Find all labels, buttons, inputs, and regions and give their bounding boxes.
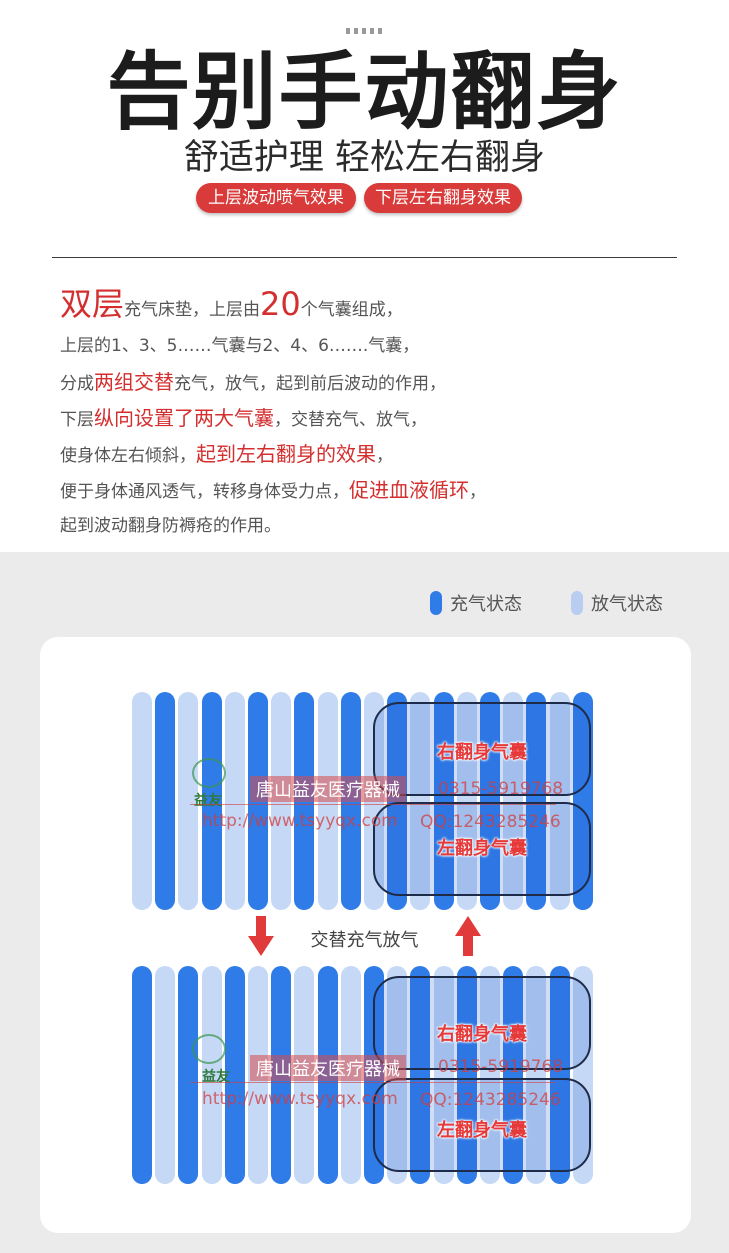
- legend-inflated: 充气状态: [430, 590, 522, 616]
- arrow-down-icon: [248, 916, 274, 956]
- watermark-company: 唐山益友医疗器械: [250, 1055, 406, 1081]
- description-line: 分成两组交替充气，放气，起到前后波动的作用，: [60, 364, 700, 400]
- highlight-text: 两组交替: [94, 370, 174, 394]
- highlight-text: 起到左右翻身的效果: [196, 442, 376, 466]
- inflated-air-cell: [224, 966, 245, 1184]
- lower-layer-pill: 下层左右翻身效果: [364, 183, 522, 213]
- inflated-air-cell: [433, 692, 454, 910]
- legend-inflated-label: 充气状态: [450, 594, 522, 615]
- divider: [52, 257, 677, 258]
- left-bladder-box: 左翻身气囊: [373, 1078, 591, 1172]
- left-bladder-label: 左翻身气囊: [437, 1120, 527, 1141]
- deflated-air-cell: [155, 966, 176, 1184]
- body-text: 便于身体通风透气，转移身体受力点，: [60, 482, 349, 502]
- body-text: 个气囊组成，: [300, 300, 403, 320]
- legend-deflated: 放气状态: [571, 590, 663, 616]
- deflated-air-cell: [526, 966, 547, 1184]
- deflated-air-cell: [433, 966, 454, 1184]
- deflated-air-cell: [480, 966, 500, 1184]
- inflated-air-cell: [456, 966, 477, 1184]
- watermark-qq: QQ:1243285246: [420, 1090, 561, 1110]
- alternate-label: 交替充气放气: [310, 930, 419, 951]
- watermark-qq: QQ:1243285246: [420, 812, 561, 832]
- legend-deflated-label: 放气状态: [591, 594, 663, 615]
- description-paragraph: 双层充气床垫，上层由20个气囊组成， 上层的1、3、5……气囊与2、4、6…….气…: [60, 280, 700, 544]
- inflated-air-cell: [572, 692, 593, 910]
- inflated-air-cell: [201, 692, 222, 910]
- watermark-phone: 0315-5919768: [438, 779, 564, 799]
- body-text: 充气，放气，起到前后波动的作用，: [174, 374, 446, 394]
- deflated-air-cell: [456, 692, 477, 910]
- watermark-phone: 0315-5919768: [438, 1057, 564, 1077]
- body-text: ，交替充气、放气，: [274, 410, 427, 430]
- left-bladder-box: 左翻身气囊: [373, 802, 591, 896]
- arrow-up-icon: [455, 916, 481, 956]
- deflated-air-cell: [503, 692, 524, 910]
- watermark-url: http://www.tsyyqx.com: [202, 811, 398, 831]
- deflated-air-cell: [224, 692, 245, 910]
- deflated-air-cell: [178, 692, 199, 910]
- body-text: 充气床垫，上层由: [124, 300, 261, 320]
- logo-leaf-icon: [192, 1034, 226, 1064]
- deflated-air-cell: [549, 692, 570, 910]
- highlight-text: 20: [260, 285, 301, 323]
- inflated-air-cell: [132, 966, 152, 1184]
- watermark-rule: [190, 1082, 556, 1083]
- description-line: 双层充气床垫，上层由20个气囊组成，: [60, 280, 700, 328]
- description-line: 上层的1、3、5……气囊与2、4、6…….气囊，: [60, 328, 700, 364]
- right-bladder-box: 右翻身气囊: [373, 702, 591, 796]
- body-text: 分成: [60, 374, 94, 394]
- watermark-url: http://www.tsyyqx.com: [202, 1089, 398, 1109]
- inflated-air-cell: [526, 692, 547, 910]
- inflated-air-cell: [549, 966, 570, 1184]
- description-line: 便于身体通风透气，转移身体受力点，促进血液循环，: [60, 472, 700, 508]
- top-dots-decoration: [346, 28, 382, 34]
- right-bladder-label: 右翻身气囊: [437, 1024, 527, 1045]
- watermark-logo-text: 益友: [194, 793, 222, 809]
- body-text: 起到波动翻身防褥疮的作用。: [60, 516, 281, 536]
- description-line: 起到波动翻身防褥疮的作用。: [60, 508, 700, 544]
- body-text: ，: [469, 482, 486, 502]
- mattress-state-bottom: 右翻身气囊 左翻身气囊: [132, 966, 596, 1184]
- deflated-air-cell: [201, 966, 222, 1184]
- logo-leaf-icon: [192, 758, 226, 788]
- watermark-rule: [190, 804, 556, 805]
- deflated-swatch-icon: [571, 591, 583, 615]
- deflated-air-cell: [572, 966, 593, 1184]
- description-line: 下层纵向设置了两大气囊，交替充气、放气，: [60, 400, 700, 436]
- highlight-text: 双层: [60, 285, 125, 323]
- highlight-text: 纵向设置了两大气囊: [94, 406, 274, 430]
- inflated-air-cell: [155, 692, 176, 910]
- page-title: 告别手动翻身: [106, 43, 623, 141]
- body-text: 下层: [60, 410, 94, 430]
- deflated-air-cell: [410, 692, 431, 910]
- body-text: 使身体左右倾斜，: [60, 446, 196, 466]
- left-bladder-label: 左翻身气囊: [437, 838, 527, 859]
- inflated-air-cell: [503, 966, 524, 1184]
- right-bladder-box: 右翻身气囊: [373, 976, 591, 1070]
- page-subtitle: 舒适护理 轻松左右翻身: [183, 138, 546, 178]
- upper-layer-pill: 上层波动喷气效果: [196, 183, 356, 213]
- watermark-logo-text: 益友: [202, 1069, 230, 1085]
- inflated-air-cell: [410, 966, 431, 1184]
- deflated-air-cell: [132, 692, 152, 910]
- body-text: 上层的1、3、5……气囊与2、4、6…….气囊，: [60, 336, 420, 356]
- inflated-air-cell: [480, 692, 500, 910]
- highlight-text: 促进血液循环: [349, 478, 469, 502]
- inflated-air-cell: [178, 966, 199, 1184]
- watermark-company: 唐山益友医疗器械: [250, 776, 406, 802]
- right-bladder-label: 右翻身气囊: [437, 742, 527, 763]
- body-text: ，: [376, 446, 393, 466]
- description-line: 使身体左右倾斜，起到左右翻身的效果，: [60, 436, 700, 472]
- inflated-swatch-icon: [430, 591, 442, 615]
